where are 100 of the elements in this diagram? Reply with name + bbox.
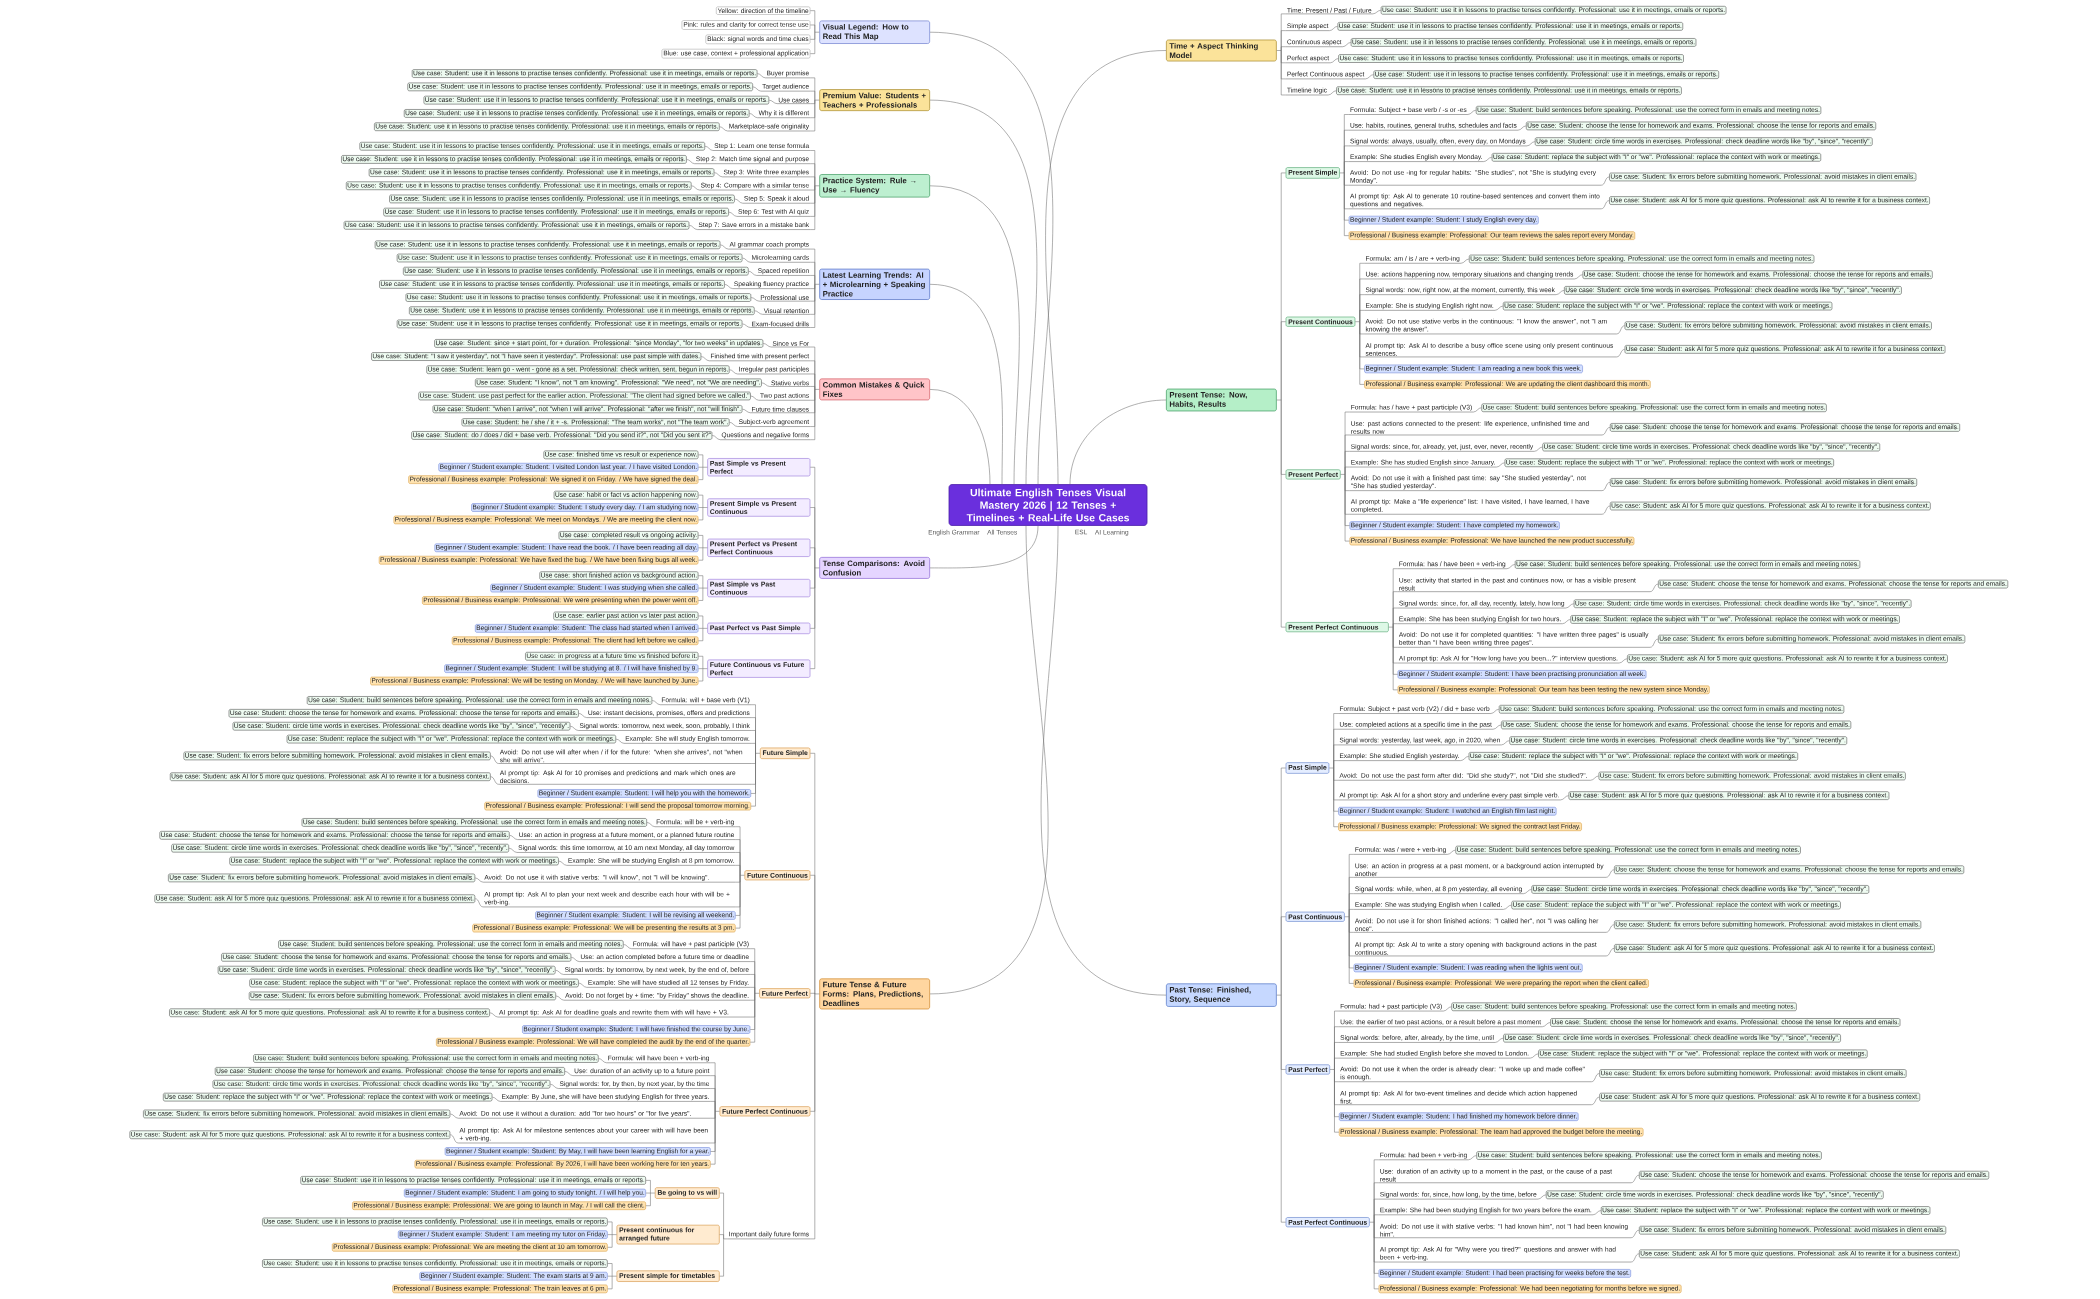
- connector: [474, 898, 484, 908]
- connector: [550, 1083, 559, 1089]
- connector: [615, 738, 625, 744]
- connector: [1340, 411, 1350, 542]
- connector: [1276, 172, 1286, 628]
- connector: [810, 248, 820, 328]
- connector: [724, 284, 733, 289]
- connector: [555, 969, 564, 975]
- connector: [509, 835, 518, 840]
- connector: [1605, 869, 1615, 878]
- connector: [508, 847, 518, 853]
- connector: [646, 822, 656, 827]
- connector: [1616, 349, 1625, 358]
- connector: [492, 1096, 501, 1102]
- connector: [1605, 948, 1615, 957]
- branch-curve: [929, 284, 1003, 485]
- connector: [1467, 109, 1477, 115]
- connector: [719, 126, 728, 132]
- connector: [474, 877, 484, 883]
- connector: [1503, 904, 1512, 910]
- connector: [1443, 1006, 1452, 1012]
- connector: [1329, 26, 1338, 31]
- connector: [757, 73, 766, 79]
- connector: [768, 99, 778, 104]
- connector: [754, 310, 763, 315]
- connector: [1369, 1159, 1379, 1290]
- connector: [1342, 42, 1352, 47]
- connector: [1600, 176, 1610, 186]
- connector: [1517, 125, 1527, 131]
- connector: [1339, 114, 1350, 236]
- connector: [1630, 1253, 1640, 1263]
- connector: [742, 257, 751, 263]
- connector: [1506, 564, 1516, 569]
- connector: [623, 944, 632, 949]
- connector: [449, 1134, 459, 1144]
- connector: [698, 655, 708, 682]
- connector: [698, 575, 708, 601]
- connector: [1355, 263, 1365, 385]
- connector: [564, 1071, 574, 1076]
- connector: [719, 1192, 728, 1277]
- connector: [607, 1221, 617, 1248]
- connector: [1574, 274, 1583, 280]
- connector: [1388, 568, 1398, 691]
- connector: [490, 776, 499, 785]
- branch-curve: [1041, 525, 1167, 996]
- connector: [1649, 638, 1659, 648]
- connector: [704, 145, 714, 151]
- connector: [1630, 1229, 1640, 1239]
- connector: [1534, 446, 1543, 452]
- connector: [1328, 713, 1339, 827]
- connector: [490, 755, 499, 764]
- connector: [734, 198, 743, 204]
- connector: [810, 346, 820, 440]
- connector: [1483, 157, 1493, 162]
- connector: [1344, 854, 1354, 984]
- central-topic: Ultimate English Tenses Visual Mastery 2026 | 12 Tenses + Timelines + Real-Life Use Cases: [948, 484, 1148, 526]
- connector: [489, 1012, 499, 1018]
- connector: [1591, 1073, 1600, 1083]
- connector: [810, 10, 820, 54]
- connector: [1555, 290, 1565, 295]
- connector: [1490, 708, 1500, 714]
- branch-curve: [929, 389, 991, 485]
- connector: [1330, 58, 1339, 64]
- connector: [1537, 1194, 1547, 1200]
- connector: [750, 704, 761, 807]
- branch-curve: [1069, 399, 1167, 485]
- connector: [1496, 462, 1505, 468]
- connector: [1601, 427, 1611, 436]
- connector: [1473, 407, 1482, 413]
- connector: [578, 713, 587, 718]
- connector: [1460, 756, 1469, 761]
- connector: [449, 1113, 459, 1119]
- connector: [1601, 505, 1611, 515]
- connector: [1329, 1010, 1340, 1133]
- connector: [1605, 924, 1615, 933]
- branch-curve: [929, 31, 1053, 485]
- connector: [1276, 13, 1286, 96]
- connector: [570, 725, 579, 731]
- connector: [607, 1263, 617, 1290]
- connector: [1494, 305, 1504, 311]
- connector: [729, 422, 738, 427]
- connector: [651, 700, 661, 705]
- connector: [749, 113, 758, 118]
- connector: [1600, 200, 1610, 210]
- connector: [750, 948, 760, 1043]
- connector: [1372, 10, 1382, 15]
- connector: [810, 150, 820, 230]
- connector: [1560, 795, 1569, 801]
- connector: [1327, 90, 1337, 96]
- connector: [711, 435, 721, 440]
- connector: [698, 454, 708, 480]
- connector: [558, 860, 567, 866]
- connector: [698, 535, 708, 561]
- connector: [752, 86, 762, 92]
- connector: [742, 323, 751, 328]
- connector: [761, 382, 771, 387]
- connector: [1365, 74, 1374, 80]
- connector: [686, 159, 695, 164]
- connector: [698, 615, 708, 642]
- connector: [1590, 775, 1599, 781]
